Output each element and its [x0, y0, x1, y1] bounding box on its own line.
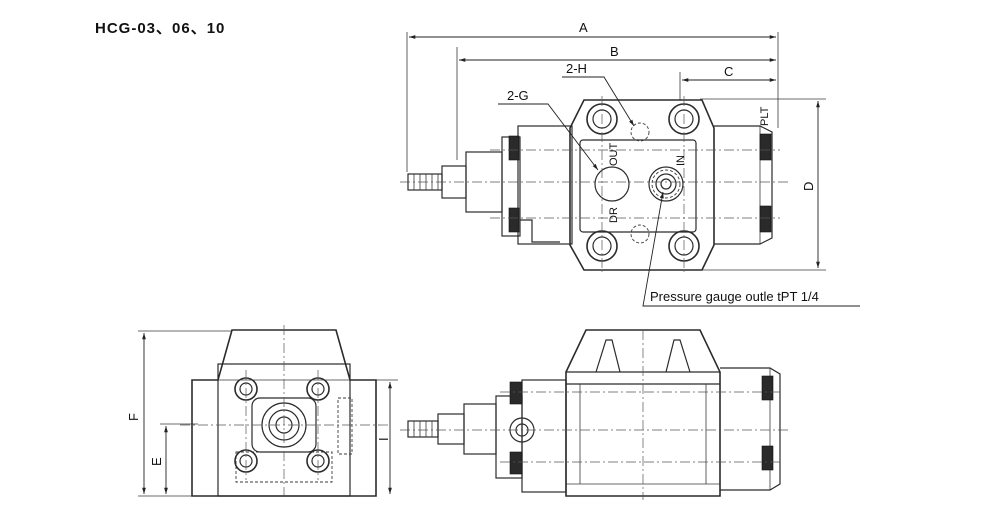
callout-pressure-gauge: Pressure gauge outle tPT 1/4: [642, 191, 860, 307]
port-label-in: IN: [675, 155, 687, 166]
dimension-c-label: C: [724, 64, 733, 79]
side-view: [400, 329, 790, 500]
front-view: F E I: [126, 325, 398, 500]
dimension-a: A: [406, 20, 779, 172]
dimension-e: E: [149, 423, 198, 494]
callout-2g: 2-G: [498, 88, 599, 171]
dimension-a-label: A: [579, 20, 588, 35]
callout-2g-label: 2-G: [507, 88, 529, 103]
dimension-b-label: B: [610, 44, 619, 59]
drawing-title: HCG-03、06、10: [95, 20, 225, 37]
top-view: A B C D: [400, 20, 860, 307]
dimension-d-label: D: [801, 182, 816, 191]
dimension-f-label: F: [126, 413, 141, 421]
callout-2h: 2-H: [562, 61, 635, 127]
dimension-b: B: [456, 44, 776, 160]
dimension-c: C: [679, 64, 776, 100]
callout-2h-label: 2-H: [566, 61, 587, 76]
dimension-i: I: [374, 379, 398, 494]
port-label-dr: DR: [608, 207, 620, 223]
port-label-out: OUT: [608, 143, 620, 167]
pressure-gauge-label: Pressure gauge outle tPT 1/4: [650, 289, 819, 304]
dimension-e-label: E: [149, 457, 164, 466]
dimension-f: F: [126, 330, 232, 497]
port-label-plt: PLT: [759, 106, 771, 126]
dimension-i-label: I: [376, 437, 391, 441]
dimension-d: D: [700, 98, 826, 271]
